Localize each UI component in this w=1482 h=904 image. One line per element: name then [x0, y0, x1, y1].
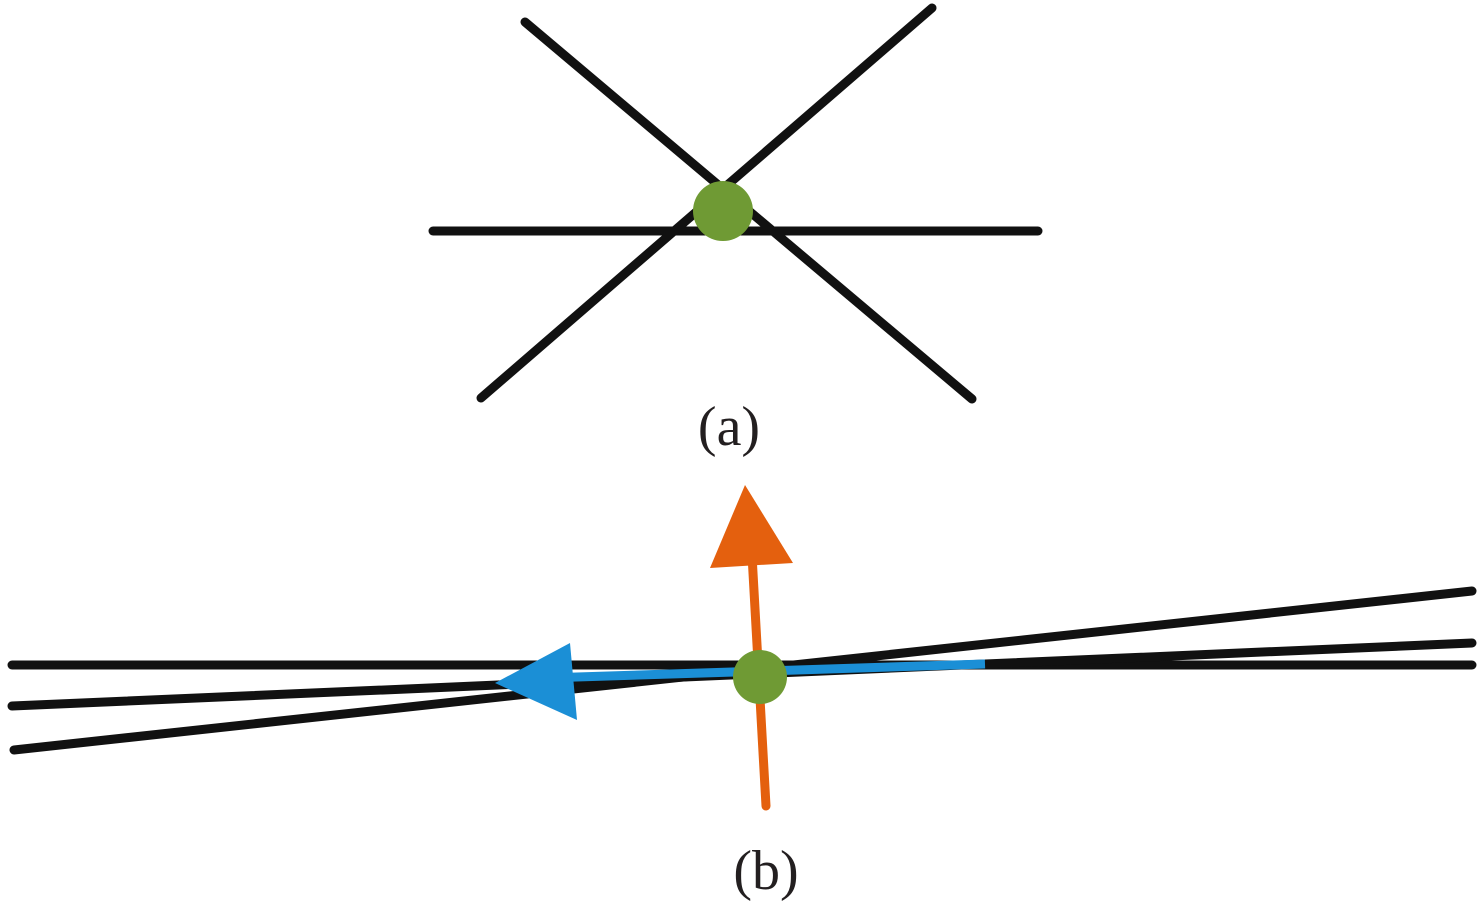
- panel-b-caption: (b): [733, 840, 798, 902]
- panel-b-node: [733, 650, 787, 704]
- panel-a-node: [693, 181, 753, 241]
- panel-a: (a): [428, 3, 1043, 458]
- panel-b: (b): [7, 485, 1477, 902]
- panel-b-vertical-arrowhead: [710, 485, 793, 568]
- panel-a-caption: (a): [698, 396, 760, 458]
- panel-b-horizontal-arrowhead: [495, 643, 577, 720]
